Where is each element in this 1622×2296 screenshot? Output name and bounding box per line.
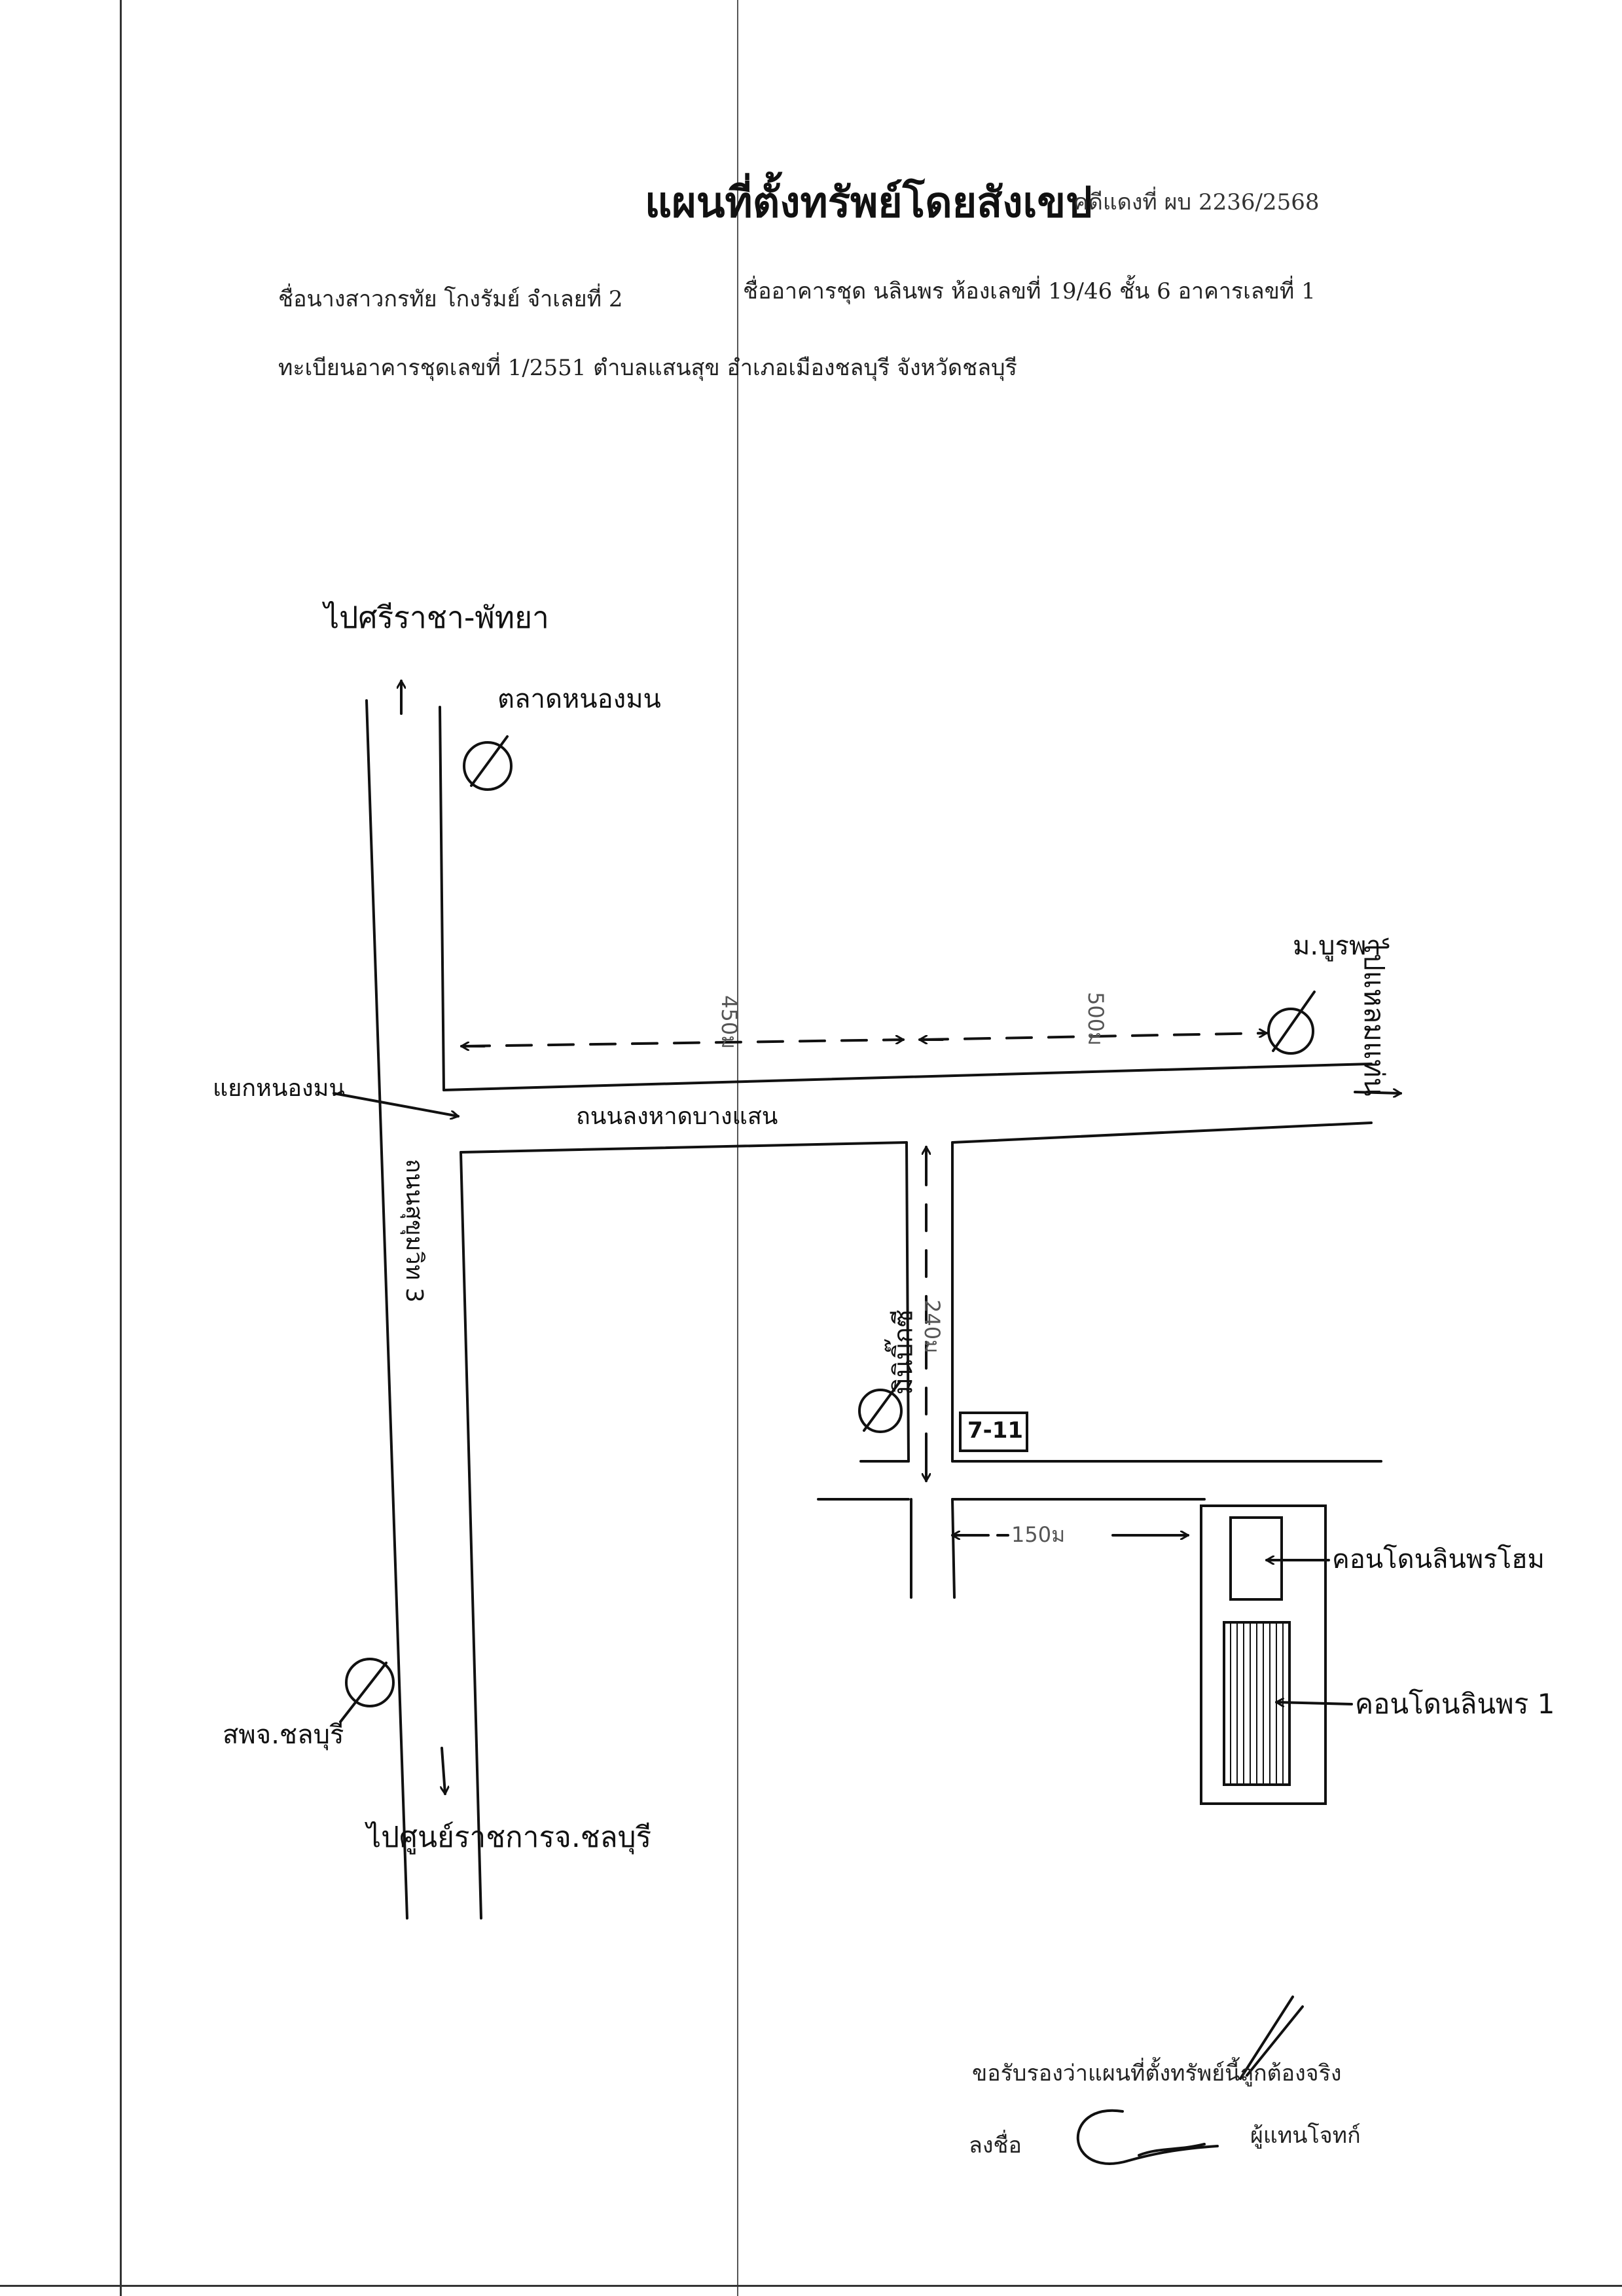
arrow-intersection: [333, 1092, 458, 1116]
label-dist-500: 500ม: [1083, 992, 1108, 1046]
condo-1-pointer: [1276, 1702, 1353, 1704]
label-university: ม.บูรพา: [1293, 931, 1381, 961]
label-market: ตลาดหนองมน: [497, 684, 661, 714]
condo-registration: ทะเบียนอาคารชุดเลขที่ 1/2551 ตำบลแสนสุข …: [278, 355, 1017, 381]
label-condo-home: คอนโดนลินพรโฮม: [1332, 1544, 1545, 1575]
mini-big-c-marker-slash: [863, 1380, 901, 1432]
label-seven-eleven: 7-11: [967, 1417, 1024, 1444]
office-marker-slash: [339, 1662, 387, 1723]
fold-line-center: [737, 0, 738, 2296]
label-sukhumvit-road: ถนนสุขุมวิท 3: [401, 1159, 427, 1303]
condo-home-building: [1229, 1516, 1283, 1601]
bangsaen-road: [442, 1063, 1373, 1154]
fold-line-left: [120, 0, 122, 2296]
university-marker-slash: [1272, 991, 1316, 1052]
fold-line-bottom: [0, 2285, 1622, 2287]
market-marker-slash: [470, 735, 509, 787]
condo-site-outline: [1200, 1504, 1327, 1805]
signature-scribble: [1076, 1995, 1304, 2165]
university-marker: [1267, 1008, 1314, 1055]
arrow-south: [442, 1747, 445, 1794]
sukhumvit-road: [365, 699, 482, 1920]
distance-500m-line: [463, 1033, 1267, 1048]
condo-unit-info: ชื่ออาคารชุด นลินพร ห้องเลขที่ 19/46 ชั้…: [743, 278, 1316, 304]
label-to-south: ไปศูนย์ราชการจ.ชลบุรี: [367, 1821, 652, 1854]
page-title: แผนที่ตั้งทรัพย์โดยสังเขป: [645, 178, 1092, 227]
signer-role: ผู้แทนโจทก์: [1250, 2123, 1361, 2149]
office-marker: [345, 1658, 395, 1707]
label-condo-1: คอนโดนลินพร 1: [1355, 1688, 1555, 1720]
sign-label: ลงชื่อ: [969, 2132, 1022, 2159]
label-dist-240: 240ม: [920, 1300, 945, 1354]
label-dist-450: 450ม: [717, 995, 742, 1049]
label-to-north: ไปศรีราชา-พัทยา: [324, 600, 549, 635]
certification-text: ขอรับรองว่าแผนที่ตั้งทรัพย์นี้ถูกต้องจริ…: [972, 2060, 1342, 2086]
label-to-east: ไปแหลมแท่น: [1358, 939, 1390, 1097]
label-bangsaen-road: ถนนลงหาดบางแสน: [576, 1103, 778, 1130]
label-intersection: แยกหนองมน: [213, 1075, 345, 1102]
mini-big-c-marker: [858, 1389, 903, 1433]
label-dist-150: 150ม: [1011, 1522, 1066, 1547]
label-office: สพจ.ชลบุรี: [223, 1720, 344, 1750]
defendant-name: ชื่อนางสาวกรทัย โกงรัมย์ จำเลยที่ 2: [278, 286, 623, 312]
arrow-east: [1354, 1092, 1401, 1093]
seven-eleven-box: [959, 1412, 1028, 1452]
side-road: [817, 1141, 1382, 1599]
label-mini-big-c: มินิบิ๊กซี: [888, 1309, 919, 1395]
market-marker: [463, 741, 513, 791]
condo-1-hatching: [1230, 1623, 1284, 1785]
case-number: คดีแดงที่ ผบ 2236/2568: [1073, 189, 1320, 215]
